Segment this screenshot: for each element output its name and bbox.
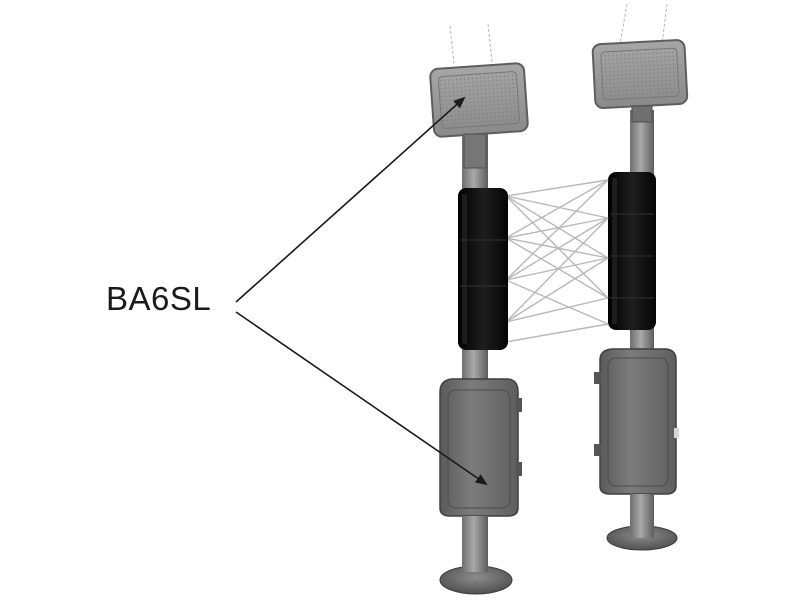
right-post-assembly [591,3,689,551]
right-solar-panel [591,39,689,110]
left-lower-pole [462,516,488,572]
model-callout-label: BA6SL [106,280,212,317]
left-panel-bracket [463,133,487,169]
infrared-beams [505,179,609,343]
left-solar-panel [429,62,529,138]
left-sensor-column [458,188,508,350]
right-antenna-wire [661,3,668,45]
right-lower-pole [630,494,654,538]
leader-line-to-panel [235,96,466,303]
right-antenna-wire [619,3,628,45]
right-control-housing [594,348,679,495]
left-antenna-wire [449,25,455,65]
right-panel-bracket [631,105,653,123]
left-antenna-wire [487,23,493,63]
right-sensor-column [608,172,656,330]
left-post-assembly [429,23,529,595]
callout-leaders [235,96,488,486]
leader-line-to-housing [235,311,488,486]
left-control-housing [439,378,522,517]
